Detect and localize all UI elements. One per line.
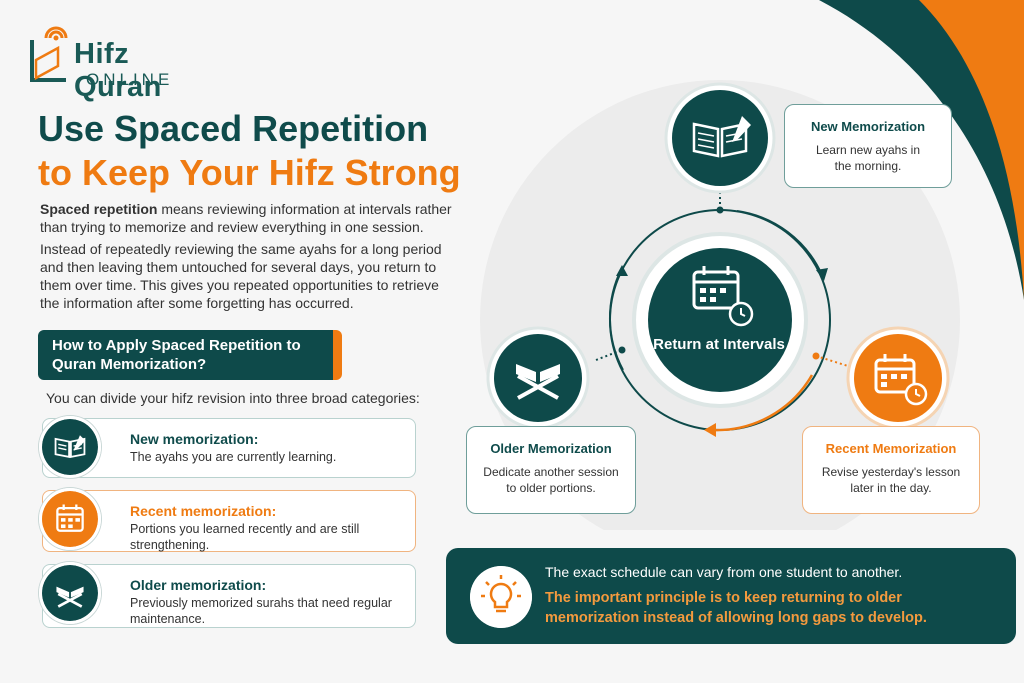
cycle-center-label: Return at Intervals <box>653 336 785 353</box>
brand-logo: Hifz Quran ONLINE <box>22 18 222 103</box>
category-card-new: New memorization: The ayahs you are curr… <box>39 416 416 478</box>
category-title: Recent memorization: <box>130 503 277 519</box>
box-desc: Dedicate another session to older portio… <box>483 465 619 495</box>
category-title: New memorization: <box>130 431 259 447</box>
open-book-icon <box>39 416 101 478</box>
cycle-diagram <box>480 80 960 530</box>
older-node-quran-stand-icon <box>486 326 590 430</box>
calendar-icon <box>39 488 101 550</box>
category-desc: Portions you learned recently and are st… <box>130 522 360 552</box>
explanation-text-b: , you return to them over time. This giv… <box>40 259 439 311</box>
logo-name: Hifz Quran <box>74 38 162 103</box>
new-memorization-box: New Memorization Learn new ayahs in the … <box>784 104 952 188</box>
category-title: Older memorization: <box>130 577 267 593</box>
logo-subtitle: ONLINE <box>86 70 174 89</box>
box-title: Older Memorization <box>490 441 612 456</box>
banner-text: How to Apply Spaced Repetition to Quran … <box>52 337 301 373</box>
title-line-1: Use Spaced Repetition <box>38 108 429 149</box>
new-node-book-icon <box>664 82 776 194</box>
categories-intro: You can divide your hifz revision into t… <box>46 390 420 406</box>
arrow-head <box>704 423 716 437</box>
older-memorization-box: Older Memorization Dedicate another sess… <box>466 426 636 514</box>
box-title: Recent Memorization <box>825 441 957 456</box>
recent-node-calendar-icon <box>846 326 950 430</box>
section-banner: How to Apply Spaced Repetition to Quran … <box>38 330 342 380</box>
recent-memorization-box: Recent Memorization Revise yesterday's l… <box>802 426 980 514</box>
logo-mark-icon <box>30 26 68 82</box>
category-card-recent: Recent memorization: Portions you learne… <box>39 488 416 552</box>
explanation-paragraph: Instead of repeatedly reviewing the same… <box>40 240 460 312</box>
arrow-head <box>616 265 628 276</box>
tip-panel: The exact schedule can vary from one stu… <box>446 548 1016 644</box>
tip-line-2: The important principle is to keep retur… <box>545 590 927 626</box>
box-desc: Revise yesterday's lesson later in the d… <box>821 465 961 495</box>
arrow-head <box>816 268 828 281</box>
box-title: New Memorization <box>810 119 926 134</box>
definition-text: means reviewing information at intervals… <box>40 201 452 235</box>
quran-stand-icon <box>39 562 101 624</box>
category-card-older: Older memorization: Previously memorized… <box>39 562 416 628</box>
category-desc: The ayahs you are currently learning. <box>130 450 337 464</box>
category-desc: Previously memorized surahs that need re… <box>130 596 392 626</box>
lightbulb-icon <box>470 566 532 628</box>
term-bold: Spaced repetition <box>40 201 158 217</box>
title-line-2: to Keep Your Hifz Strong <box>38 152 461 193</box>
center-calendar-icon <box>692 266 754 327</box>
definition-paragraph: Spaced repetition means reviewing inform… <box>40 200 460 236</box>
explanation-text-a: Instead of repeatedly reviewing the same… <box>40 241 442 275</box>
box-desc: Learn new ayahs in the morning. <box>815 143 921 173</box>
corner-swoosh-decoration <box>819 0 1024 300</box>
tip-line-1: The exact schedule can vary from one stu… <box>545 564 903 580</box>
